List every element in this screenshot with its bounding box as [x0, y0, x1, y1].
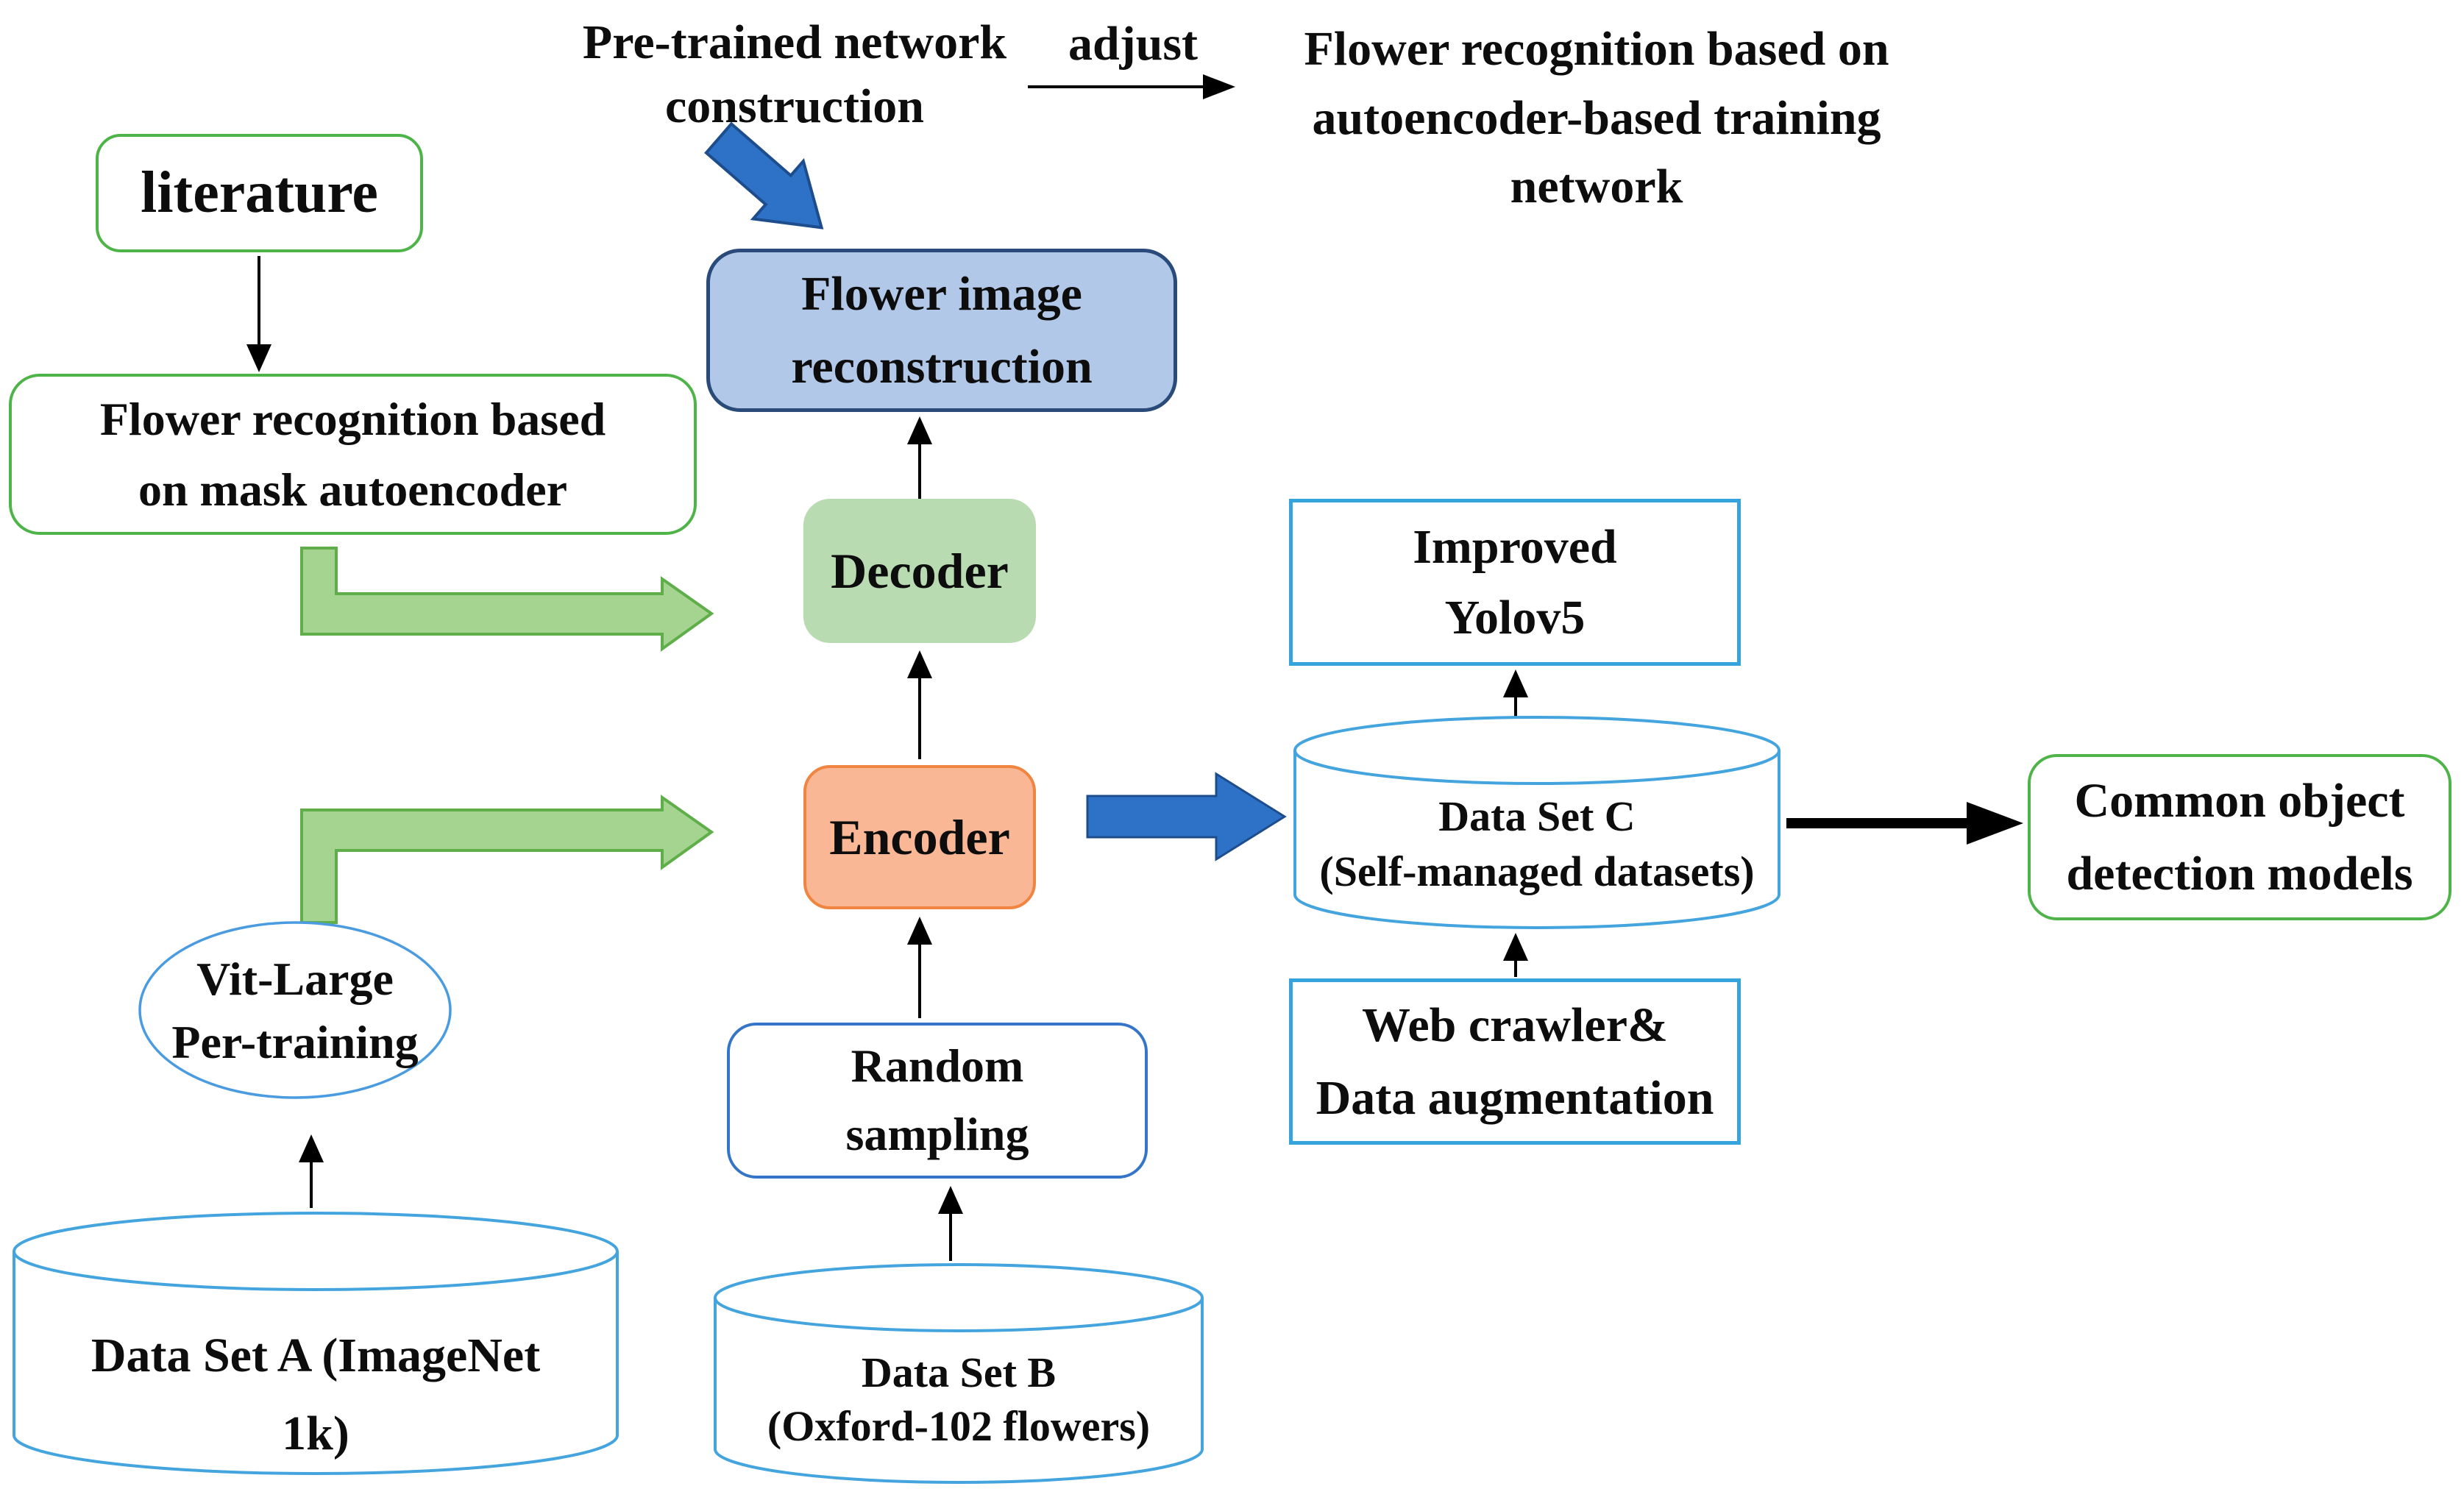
- sampling-line-1: Random: [851, 1040, 1024, 1092]
- decoder-label: Decoder: [831, 542, 1009, 599]
- mask-line-2: on mask autoencoder: [138, 463, 568, 516]
- webcrawler-line-1: Web crawler&: [1361, 998, 1668, 1052]
- decoder-box: Decoder: [803, 499, 1036, 643]
- green-elbow-arrow-to-decoder: [300, 547, 714, 652]
- result-line-1: Flower recognition based on: [1304, 22, 1889, 76]
- dataset-a-cylinder: [13, 1212, 619, 1475]
- mask-line-1: Flower recognition based: [99, 392, 606, 445]
- arrow-dataseta-to-vit: [299, 1134, 324, 1208]
- vit-large-ellipse: [138, 921, 452, 1099]
- arrow-decoder-to-flowerimage: [907, 416, 932, 499]
- common-object-models-box: Common object detection models: [2028, 754, 2451, 920]
- flower-image-line-1: Flower image: [801, 267, 1082, 321]
- common-line-2: detection models: [2066, 847, 2413, 900]
- autoencoder-result-text: Flower recognition based on autoencoder-…: [1243, 15, 1950, 221]
- result-line-3: network: [1510, 160, 1683, 214]
- literature-box: literature: [96, 134, 423, 252]
- arrow-sampling-to-encoder: [907, 917, 932, 1018]
- encoder-label: Encoder: [829, 809, 1010, 865]
- random-sampling-box: Random sampling: [727, 1023, 1148, 1179]
- mask-autoencoder-box: Flower recognition based on mask autoenc…: [9, 374, 697, 535]
- pretrained-line-1: Pre-trained network: [582, 15, 1007, 69]
- flower-image-reconstruction-box: Flower image reconstruction: [706, 249, 1177, 412]
- yolov5-line-2: Yolov5: [1444, 590, 1586, 644]
- arrow-literature-to-mask: [246, 256, 271, 372]
- literature-label: literature: [141, 160, 378, 225]
- arrow-encoder-to-decoder: [907, 650, 932, 759]
- result-line-2: autoencoder-based training: [1312, 90, 1881, 145]
- sampling-line-2: sampling: [845, 1108, 1029, 1160]
- arrow-datasetb-to-sampling: [938, 1186, 963, 1261]
- yolov5-line-1: Improved: [1413, 519, 1617, 574]
- dataset-b-cylinder: [714, 1263, 1204, 1484]
- black-arrow-to-common-models: [1786, 802, 2023, 845]
- encoder-box: Encoder: [803, 765, 1036, 909]
- common-line-1: Common object: [2074, 774, 2405, 828]
- arrow-webcrawler-to-datasetc: [1503, 933, 1528, 977]
- improved-yolov5-box: Improved Yolov5: [1289, 499, 1741, 666]
- adjust-label: adjust: [1068, 17, 1199, 71]
- adjust-arrow: [1028, 74, 1235, 99]
- blue-right-arrow: [1086, 772, 1287, 861]
- blue-diagonal-arrow: [704, 121, 824, 230]
- flower-image-line-2: reconstruction: [791, 340, 1093, 394]
- web-crawler-box: Web crawler& Data augmentation: [1289, 978, 1741, 1145]
- green-elbow-arrow-to-encoder: [300, 795, 714, 924]
- webcrawler-line-2: Data augmentation: [1316, 1071, 1714, 1125]
- pretrained-line-2: construction: [665, 79, 924, 134]
- dataset-c-cylinder: [1293, 716, 1780, 929]
- pretrained-network-text: Pre-trained network construction: [537, 10, 1052, 138]
- arrow-datasetc-to-yolov5: [1503, 669, 1528, 717]
